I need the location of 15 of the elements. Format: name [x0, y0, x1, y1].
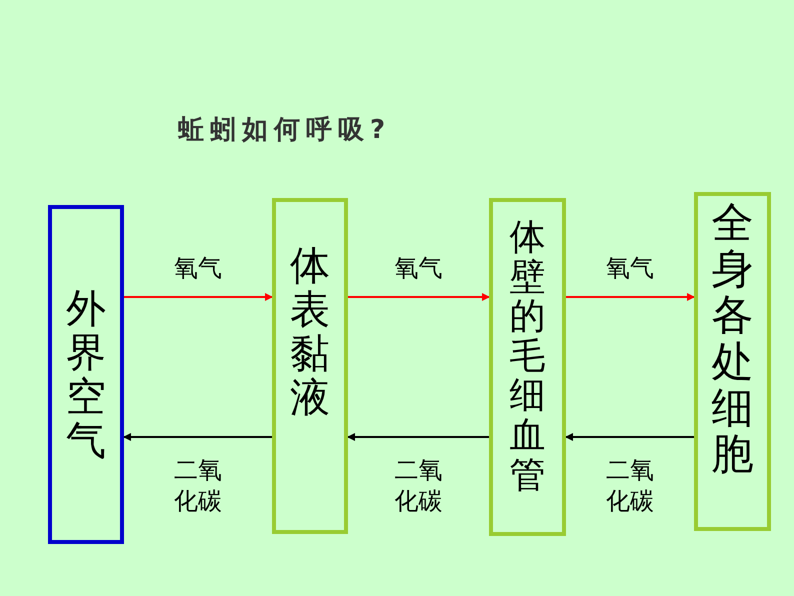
text-box: [694, 192, 771, 531]
arrow: [124, 293, 273, 301]
vertical-text: 外界空气: [66, 286, 106, 462]
vertical-text: 全身各处细胞: [712, 197, 754, 478]
text-box: [48, 205, 124, 544]
text-box: [489, 198, 566, 536]
arrow: [347, 433, 489, 441]
vertical-text: 体壁的毛细血管: [510, 216, 546, 496]
arrow: [566, 293, 695, 301]
text-box: [272, 198, 348, 534]
arrow: [123, 433, 272, 441]
arrow: [348, 293, 490, 301]
vertical-text: 体表黏液: [290, 242, 330, 420]
arrow: [565, 433, 694, 441]
title: 蚯蚓如何呼吸?: [178, 114, 392, 147]
